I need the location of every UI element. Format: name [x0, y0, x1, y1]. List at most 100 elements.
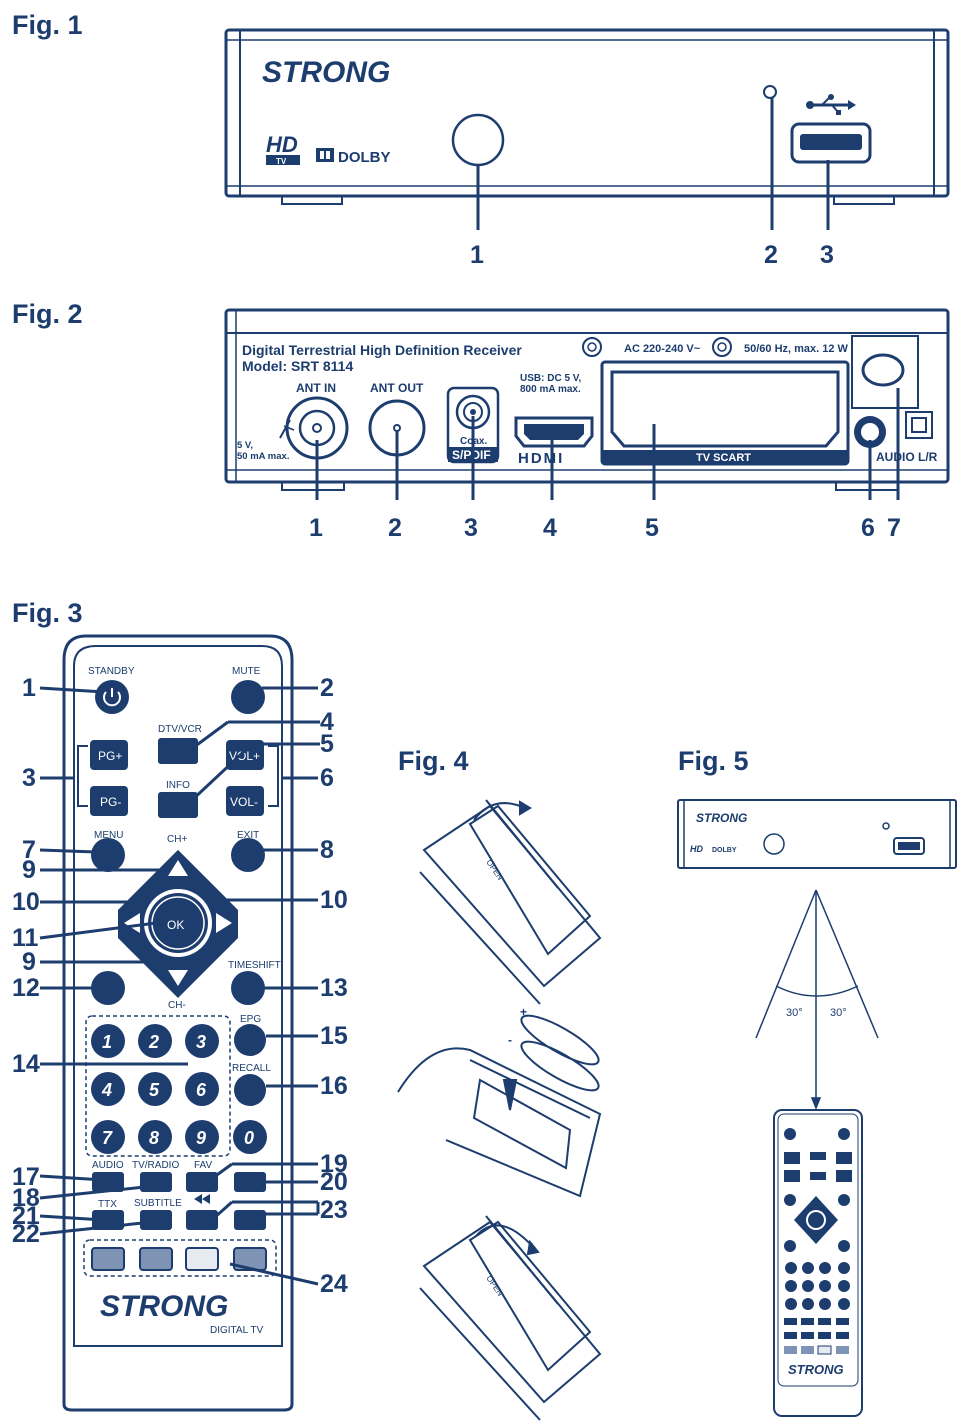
subtitle-label: SUBTITLE	[134, 1198, 182, 1209]
digit-1-button: 1	[91, 1024, 125, 1058]
usb-icon	[806, 94, 856, 115]
svg-text:PG-: PG-	[100, 795, 121, 809]
tv-radio-button	[140, 1172, 172, 1192]
epg-button	[234, 1024, 266, 1056]
fig2: Fig. 2 Digital Terrestrial High Definiti…	[12, 299, 950, 542]
fav-label: FAV	[194, 1160, 212, 1171]
subtitle-button	[140, 1210, 172, 1230]
right-arrow-icon	[216, 913, 232, 933]
fig3-callout-24: 24	[320, 1270, 348, 1298]
remote-back-open	[419, 799, 602, 1005]
usb-spec-2: 800 mA max.	[520, 384, 581, 395]
fig3-callout-9b: 9	[22, 948, 36, 976]
svg-text:TV SCART: TV SCART	[696, 452, 751, 464]
svg-text:6: 6	[196, 1080, 207, 1100]
epg-label: EPG	[240, 1014, 261, 1025]
usb-spec-1: USB: DC 5 V,	[520, 373, 582, 384]
angle-left: 30°	[786, 1007, 803, 1019]
fig3: Fig. 3 STANDBY MUTE DTV/VCR INFO MENU EX…	[12, 598, 348, 1412]
svg-text:DOLBY: DOLBY	[712, 847, 737, 854]
screw	[712, 337, 732, 357]
audio-btn-label: AUDIO	[92, 1160, 124, 1171]
battery-plus: +	[520, 1005, 527, 1019]
fig2-callout-6: 6	[861, 514, 875, 542]
recall-button	[234, 1074, 266, 1106]
fig3-callout-10b: 10	[320, 886, 348, 914]
pg-minus-button: PG-	[90, 786, 128, 816]
fig3-callout-23: 23	[320, 1196, 348, 1224]
audio-button	[92, 1172, 124, 1192]
rewind-button	[186, 1210, 218, 1230]
play-button	[234, 1172, 266, 1192]
svg-text:8: 8	[149, 1128, 159, 1148]
digit-4-button: 4	[91, 1072, 125, 1106]
svg-text:HD: HD	[690, 844, 703, 854]
fig3-callout-11: 11	[12, 924, 39, 952]
red-button	[91, 1247, 125, 1271]
recall-label: RECALL	[232, 1063, 271, 1074]
forward-button	[234, 1210, 266, 1230]
tv-radio-label: TV/RADIO	[132, 1160, 179, 1171]
fig2-callout-5: 5	[645, 514, 659, 542]
power-spec: AC 220-240 V~	[624, 343, 701, 355]
fig3-callout-14: 14	[12, 1050, 40, 1078]
svg-text:3: 3	[196, 1032, 206, 1052]
svg-text:TV: TV	[276, 157, 287, 166]
open-text-2: OPEN	[484, 1274, 505, 1298]
digit-0-button: 0	[233, 1120, 267, 1154]
fig3-label: Fig. 3	[12, 598, 83, 628]
vol-minus-button: VOL-	[226, 786, 264, 816]
svg-text:5: 5	[149, 1080, 160, 1100]
fig3-callout-9a: 9	[22, 856, 36, 884]
battery-insertion	[397, 1014, 602, 1198]
battery-minus: -	[508, 1033, 512, 1047]
mute-button	[231, 680, 265, 714]
fig3-callout-22: 22	[12, 1220, 40, 1248]
digit-6-button: 6	[185, 1072, 219, 1106]
remote-back-closed	[419, 1215, 602, 1421]
fig5: Fig. 5 HD DOLBY STRONG 30° 30°	[677, 746, 957, 1417]
fav-button	[186, 1172, 218, 1192]
dtv-vcr-label: DTV/VCR	[158, 724, 202, 735]
status-led	[763, 85, 777, 99]
svg-text:HDMI: HDMI	[518, 450, 564, 467]
digital-tv-label: DIGITAL TV	[210, 1325, 263, 1336]
timeshift-button	[231, 971, 265, 1005]
yellow-button	[185, 1247, 219, 1271]
svg-text:VOL-: VOL-	[230, 795, 258, 809]
svg-text:4: 4	[101, 1080, 112, 1100]
digit-7-button: 7	[91, 1120, 125, 1154]
fig3-callout-20: 20	[320, 1168, 348, 1196]
exit-button	[231, 838, 265, 872]
receiver-small: HD DOLBY	[677, 799, 957, 869]
svg-text:7: 7	[102, 1128, 113, 1148]
exit-label: EXIT	[237, 830, 259, 841]
fig3-callout-13: 13	[320, 974, 348, 1002]
fig3-callout-1: 1	[22, 674, 36, 702]
svg-text:1: 1	[102, 1032, 112, 1052]
ttx-label: TTX	[98, 1199, 117, 1210]
svg-text:PG+: PG+	[98, 749, 122, 763]
power-button	[451, 113, 505, 167]
svg-text:9: 9	[196, 1128, 206, 1148]
hdmi-port: HDMI	[514, 416, 594, 467]
ant-in-label: ANT IN	[296, 381, 336, 395]
usb-port	[790, 122, 872, 164]
power-switch-housing	[851, 335, 919, 409]
pg-plus-button: PG+	[90, 740, 128, 770]
fig3-callout-17: 17	[12, 1163, 40, 1191]
freq-spec: 50/60 Hz, max. 12 W	[744, 343, 849, 355]
fig3-callout-12: 12	[12, 974, 40, 1002]
brand-logo: STRONG	[262, 56, 390, 89]
fig3-callout-8: 8	[320, 836, 334, 864]
power-switch	[861, 353, 905, 387]
remote-body	[62, 634, 294, 1412]
fig3-callout-18: 18	[12, 1184, 40, 1212]
fig2-callout-3: 3	[464, 514, 478, 542]
info-label: INFO	[166, 780, 190, 791]
svg-text:DOLBY: DOLBY	[338, 149, 391, 166]
timeshift-label: TIMESHIFT	[228, 960, 281, 971]
fig3-callout-5: 5	[320, 730, 334, 758]
device-title: Digital Terrestrial High Definition Rece…	[242, 342, 522, 358]
